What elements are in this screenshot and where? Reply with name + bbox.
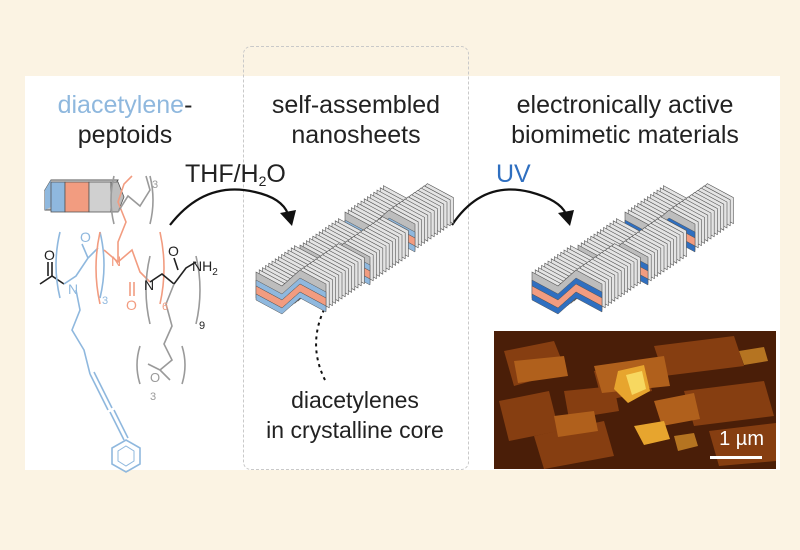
scale-bar: [710, 456, 762, 459]
nanosheets-stack: [255, 183, 454, 315]
arrow-core: [315, 277, 346, 381]
heading-materials: electronically active biomimetic materia…: [475, 90, 775, 150]
core-label-line1: diacetylenes: [291, 387, 419, 413]
heading-nanosheets: self-assembled nanosheets: [245, 90, 467, 150]
heading-diacetylene-peptoids: diacetylene- peptoids: [25, 90, 225, 150]
heading-self-assembled: self-assembled: [271, 91, 441, 119]
nanosheet-box: [243, 46, 469, 470]
heading-nanosheets-word: nanosheets: [291, 121, 421, 149]
thf-water-label: THF/H2O: [185, 160, 286, 189]
peptoid-structure: [39, 175, 201, 473]
polymerized-nanosheets-stack: [531, 183, 734, 315]
uv-label: UV: [496, 160, 531, 188]
afm-image: 1 µm: [494, 331, 776, 469]
sheet-band: [531, 291, 603, 315]
heading-dash: -: [184, 91, 193, 119]
sheet-band: [255, 291, 327, 315]
peptoid-block-icon: [44, 179, 125, 213]
core-label: diacetylenes in crystalline core: [250, 385, 460, 445]
arrow-assembly-head: [280, 210, 296, 226]
scale-bar-label: 1 µm: [719, 428, 764, 450]
heading-electronically-active: electronically active: [516, 91, 734, 119]
afm-texture: [494, 331, 776, 469]
heading-diacetylene-word: diacetylene: [57, 91, 185, 119]
heading-biomimetic-materials: biomimetic materials: [511, 121, 739, 149]
arrow-uv: [451, 188, 568, 226]
core-label-line2: in crystalline core: [266, 417, 444, 443]
heading-peptoids-word: peptoids: [77, 121, 173, 149]
arrow-uv-head: [558, 210, 574, 226]
arrow-assembly: [169, 188, 290, 226]
